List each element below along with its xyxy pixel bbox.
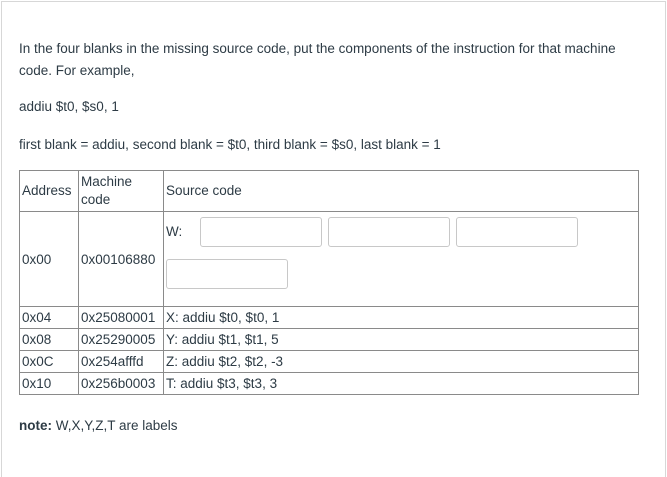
cell-source-code: T: addiu $t3, $t3, 3: [163, 372, 639, 395]
table-row: 0x08 0x25290005 Y: addiu $t1, $t1, 5: [19, 328, 639, 351]
blank-line-1: W:: [166, 216, 636, 247]
cell-machine-code: 0x00106880: [78, 211, 164, 307]
blank-input-1[interactable]: [200, 216, 322, 247]
cell-source-missing: W:: [163, 211, 639, 307]
cell-address: 0x0C: [19, 350, 79, 373]
note-text: W,X,Y,Z,T are labels: [52, 418, 178, 433]
cell-source-code: Z: addiu $t2, $t2, -3: [163, 350, 639, 373]
table-row: 0x10 0x256b0003 T: addiu $t3, $t3, 3: [19, 372, 639, 395]
cell-address: 0x04: [19, 306, 79, 329]
table-header-row: Address Machine code Source code: [19, 170, 639, 212]
cell-address: 0x10: [19, 372, 79, 395]
cell-source-code: Y: addiu $t1, $t1, 5: [163, 328, 639, 351]
blank-input-3[interactable]: [456, 216, 578, 247]
blanks-description: first blank = addiu, second blank = $t0,…: [19, 137, 441, 152]
cell-address: 0x00: [19, 211, 79, 307]
label-w: W:: [166, 224, 183, 239]
blank-input-2[interactable]: [328, 216, 450, 247]
cell-machine-code: 0x256b0003: [78, 372, 164, 395]
cell-address: 0x08: [19, 328, 79, 351]
question-content: In the four blanks in the missing source…: [19, 38, 649, 437]
header-source-code: Source code: [163, 170, 639, 212]
blank-line-2: [166, 247, 636, 292]
header-address: Address: [19, 170, 79, 212]
table-row: 0x04 0x25080001 X: addiu $t0, $t0, 1: [19, 306, 639, 329]
table-row: 0x0C 0x254afffd Z: addiu $t2, $t2, -3: [19, 350, 639, 373]
blank-input-4[interactable]: [166, 258, 288, 289]
note-label: note:: [19, 418, 52, 433]
cell-machine-code: 0x25290005: [78, 328, 164, 351]
header-machine-code: Machine code: [78, 170, 164, 212]
code-table: Address Machine code Source code 0x00 0x…: [19, 170, 639, 395]
example-instruction: addiu $t0, $s0, 1: [19, 99, 119, 114]
cell-machine-code: 0x25080001: [78, 306, 164, 329]
table-row-missing: 0x00 0x00106880 W:: [19, 211, 639, 307]
cell-machine-code: 0x254afffd: [78, 350, 164, 373]
intro-text: In the four blanks in the missing source…: [19, 41, 616, 78]
cell-source-code: X: addiu $t0, $t0, 1: [163, 306, 639, 329]
note: note: W,X,Y,Z,T are labels: [19, 415, 649, 437]
